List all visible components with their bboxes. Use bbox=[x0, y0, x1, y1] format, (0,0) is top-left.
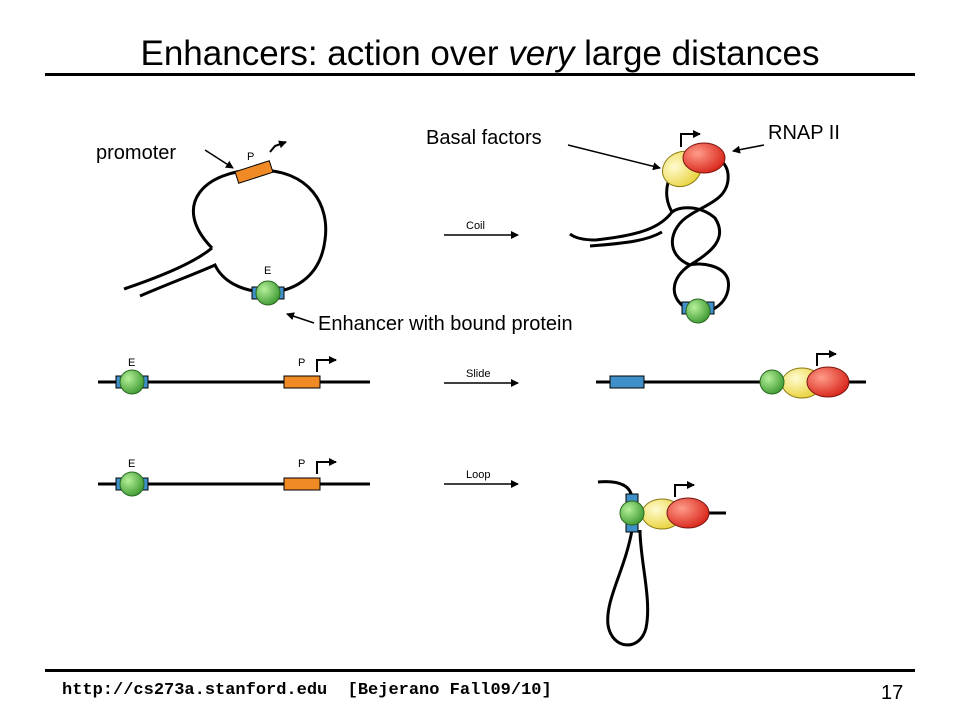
rnap-label: RNAP II bbox=[768, 122, 840, 144]
rnap-slid bbox=[806, 366, 850, 398]
enhancer-letter-loop: E bbox=[128, 458, 135, 470]
circular-dna bbox=[123, 168, 328, 298]
coiled-dna bbox=[569, 153, 730, 314]
tss-arrow-looped-icon bbox=[674, 481, 695, 497]
bound-protein-slide bbox=[119, 369, 145, 395]
promoter-letter-loop: P bbox=[298, 458, 305, 470]
slide-label: Slide bbox=[466, 368, 490, 380]
title-emphasis: very bbox=[508, 34, 575, 73]
basal-pointer-icon bbox=[567, 144, 661, 171]
bound-protein bbox=[255, 280, 281, 306]
tss-arrow-loop-icon bbox=[316, 458, 337, 474]
rnap-pointer-icon bbox=[732, 144, 765, 154]
promoter-box bbox=[234, 160, 274, 184]
promoter-box-loop bbox=[283, 477, 321, 491]
enhancer-letter: E bbox=[264, 265, 271, 277]
rnap-blob bbox=[682, 142, 726, 174]
bound-protein-coiled bbox=[685, 298, 711, 324]
title-text-end: large distances bbox=[574, 34, 820, 73]
enhancer-pointer-icon bbox=[286, 312, 315, 324]
promoter-letter: P bbox=[247, 151, 254, 163]
bound-protein-slid bbox=[759, 369, 785, 395]
promoter-letter-slide: P bbox=[298, 357, 305, 369]
tss-arrow-slide-icon bbox=[316, 356, 337, 372]
coil-label: Coil bbox=[466, 220, 485, 232]
enhancer-box-slid bbox=[609, 375, 645, 389]
title-rule bbox=[45, 73, 915, 76]
promoter-box-slide bbox=[283, 375, 321, 389]
footer-url: http://cs273a.stanford.edu [Bejerano Fal… bbox=[62, 681, 552, 700]
bound-protein-looped bbox=[619, 500, 645, 526]
bound-protein-loop bbox=[119, 471, 145, 497]
tss-arrow-slid-icon bbox=[816, 350, 837, 366]
enhancer-letter-slide: E bbox=[128, 357, 135, 369]
promoter-pointer-icon bbox=[204, 149, 234, 169]
tss-arrow-coiled-icon bbox=[680, 130, 701, 147]
rnap-looped bbox=[666, 497, 710, 529]
title-text: Enhancers: action over bbox=[140, 34, 509, 73]
page-number: 17 bbox=[881, 682, 904, 704]
slide-title: Enhancers: action over very large distan… bbox=[0, 32, 960, 76]
footer-rule bbox=[45, 669, 915, 672]
promoter-label: promoter bbox=[96, 142, 176, 164]
loop-label: Loop bbox=[466, 469, 490, 481]
enhancer-label: Enhancer with bound protein bbox=[318, 313, 573, 335]
tss-arrow-icon bbox=[269, 140, 287, 153]
basal-factors-label: Basal factors bbox=[426, 127, 542, 149]
